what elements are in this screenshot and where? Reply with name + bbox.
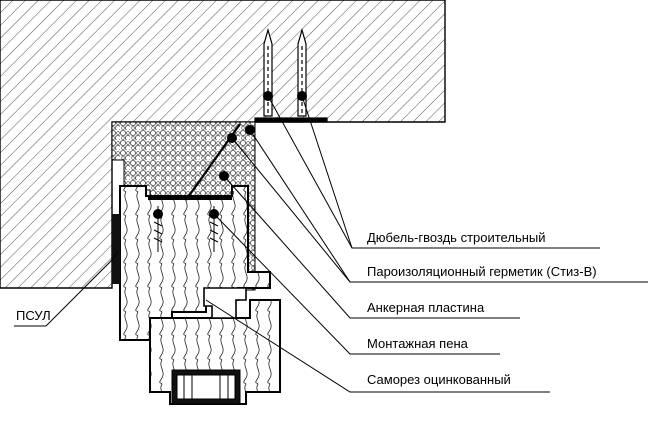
label-sealant: Пароизоляционный герметик (Стиз-В): [367, 264, 597, 279]
anchor-plate: [148, 196, 232, 200]
label-screw: Саморез оцинкованный: [367, 372, 511, 387]
frame-rebate: [203, 287, 247, 319]
window-frame: [119, 185, 271, 341]
psul-tape: [112, 214, 120, 284]
label-psul: ПСУЛ: [16, 308, 51, 323]
label-anchor-plate: Анкерная пластина: [367, 300, 485, 315]
glazing-unit: [171, 369, 241, 405]
label-dowel: Дюбель-гвоздь строительный: [367, 230, 546, 245]
leader-lines: [14, 95, 648, 393]
label-mounting-foam: Монтажная пена: [367, 336, 469, 351]
